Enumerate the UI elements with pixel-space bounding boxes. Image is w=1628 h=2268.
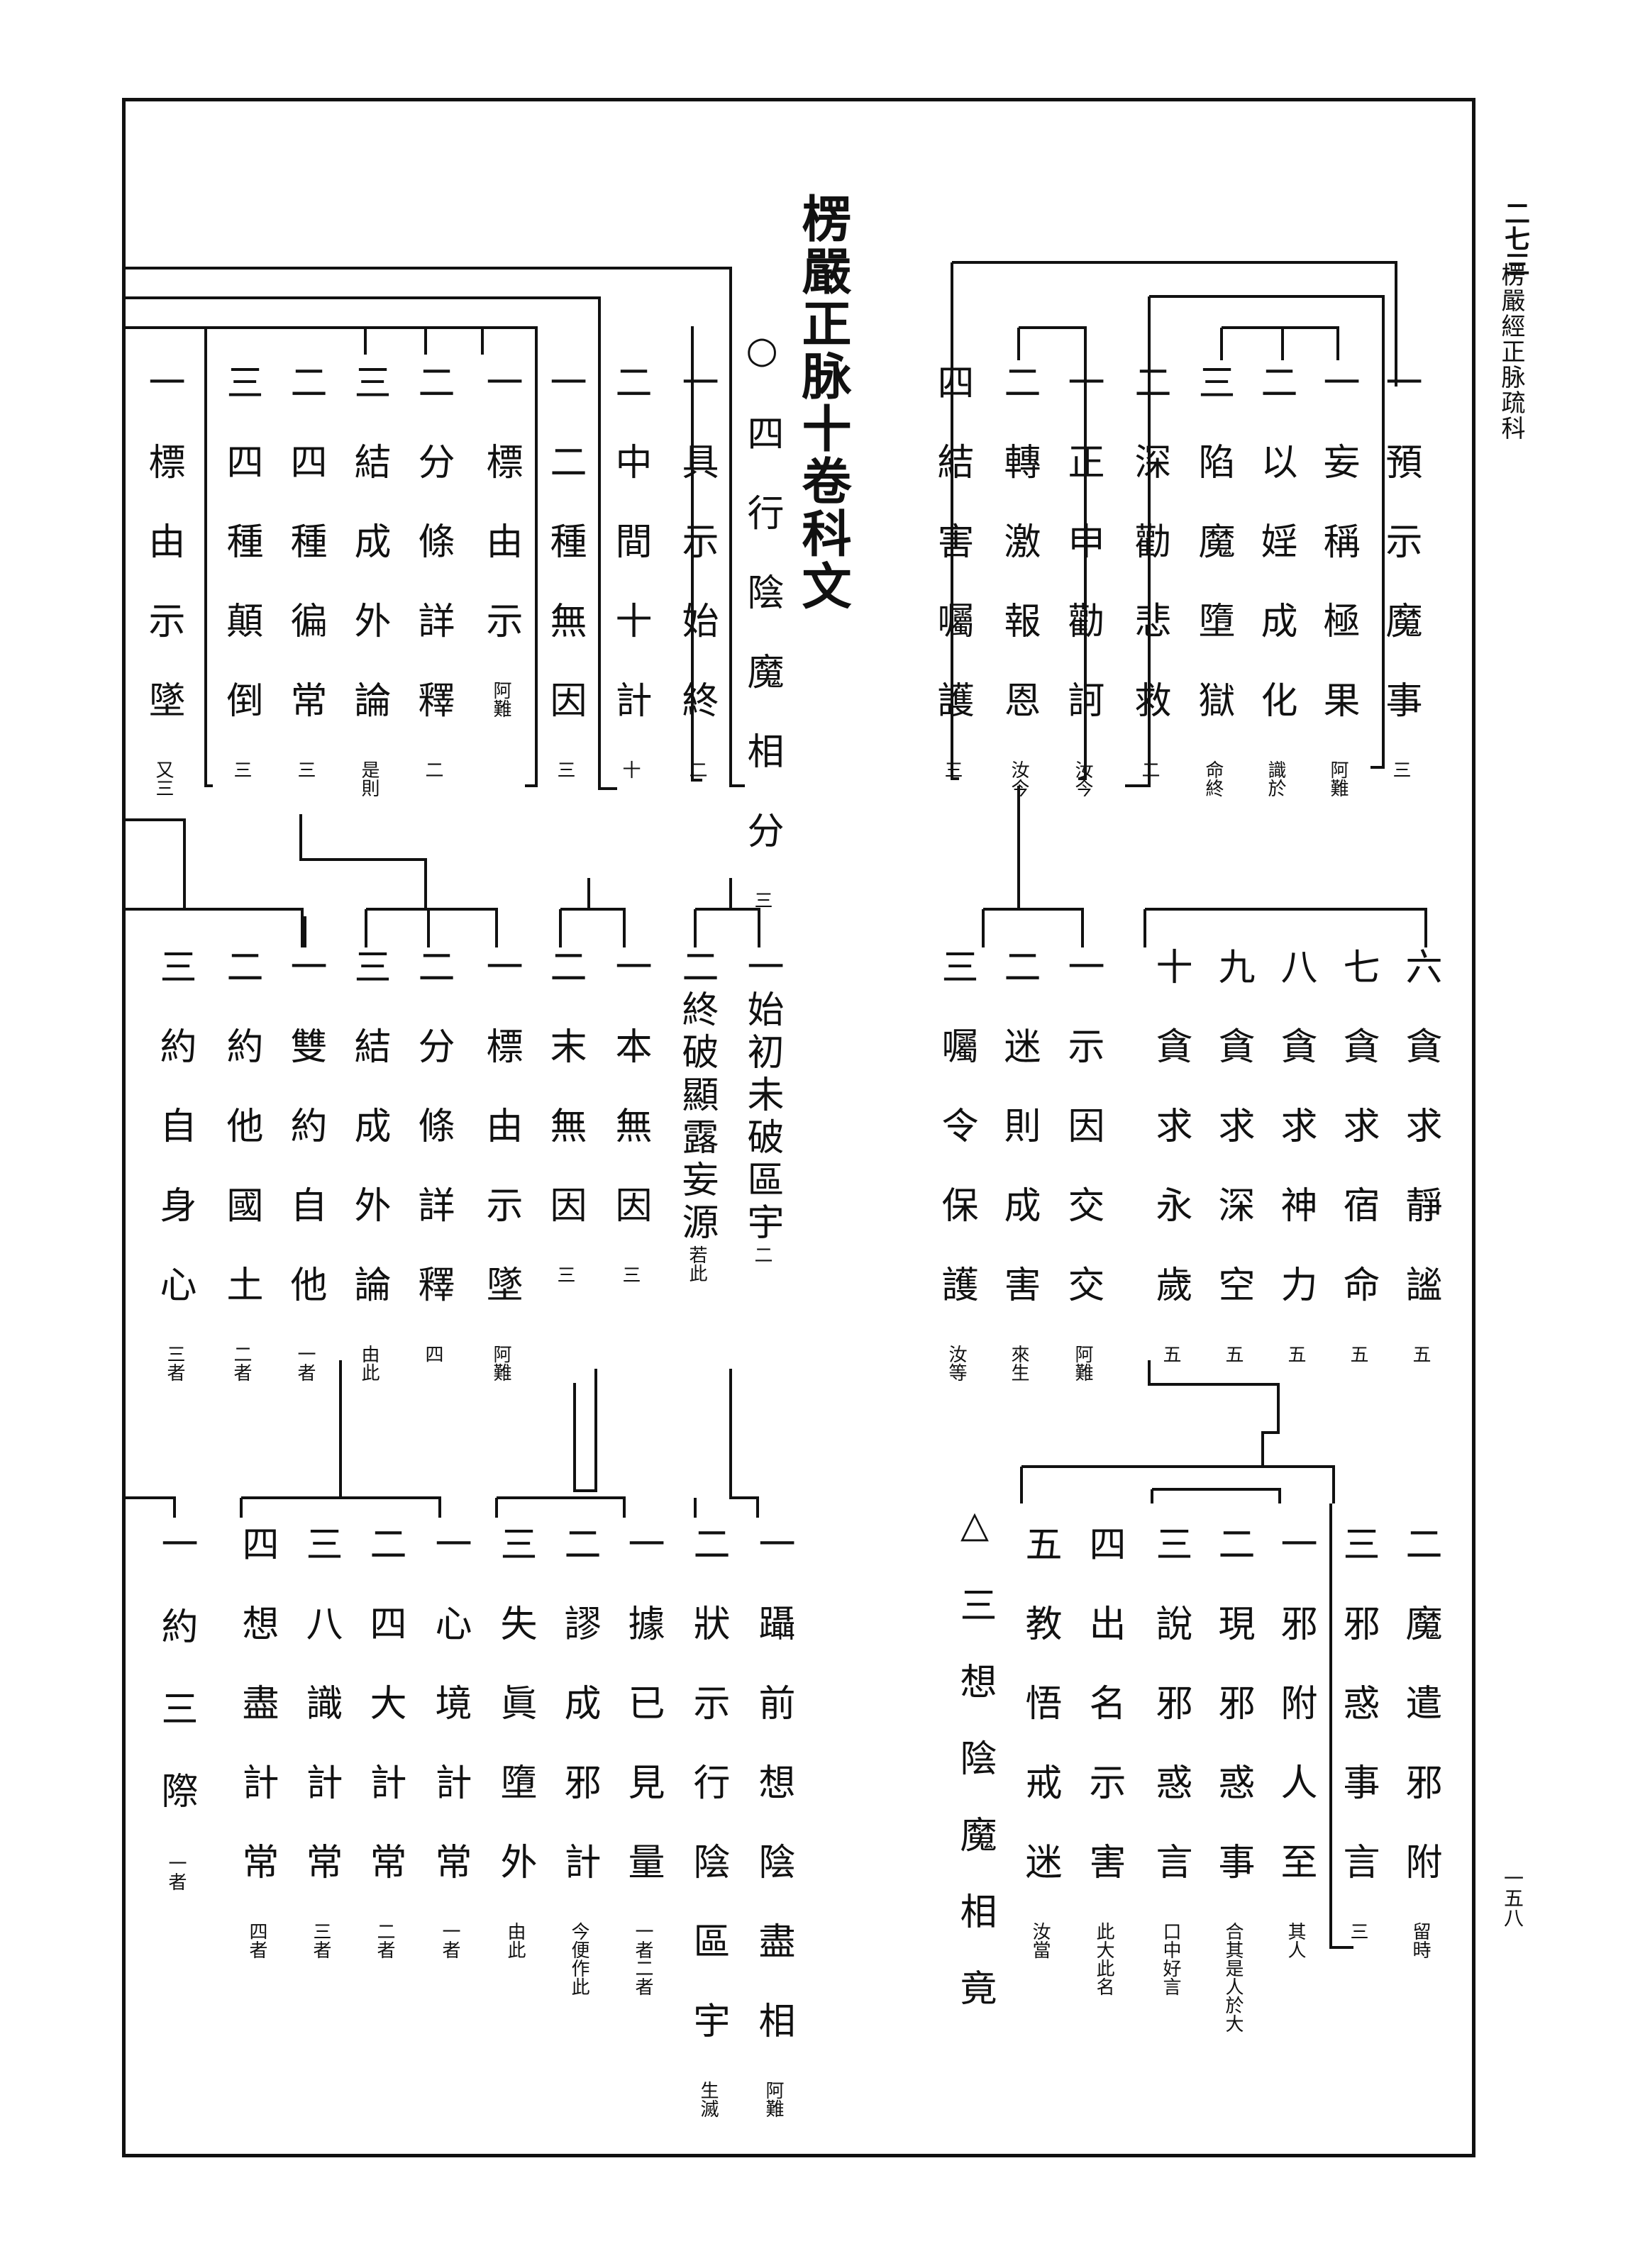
outline-entry: 二深勸悲救二 (1128, 363, 1170, 779)
outline-entry: 三囑令保護汝等 (935, 947, 978, 1382)
outline-entry: 二四大計常二者 (363, 1525, 406, 1959)
outline-entry: 三四種顛倒三 (220, 363, 262, 779)
outline-entry: 三結成外論是則 (348, 363, 390, 797)
outline-entry: 一心境計常一者 (428, 1525, 471, 1959)
outline-entry: 一邪附人至其人 (1274, 1525, 1317, 1959)
outline-entry: 二現邪惑事合其是人於大 (1212, 1525, 1254, 2033)
outline-entry: 六貪求靜謐五 (1399, 947, 1441, 1363)
outline-entry: 二迷則成害來生 (997, 947, 1040, 1382)
outline-entry: 一標由示墜又三 (142, 363, 184, 797)
margin-text: 楞嚴經正脉疏科 (1497, 262, 1525, 441)
page-frame (122, 98, 1475, 2157)
outline-entry: 一具示始終二 (675, 363, 718, 779)
outline-entry: 一二種無因三 (543, 363, 586, 779)
outline-entry: 一預示魔事三 (1379, 363, 1422, 779)
outline-entry: 一標由示阿難 (480, 363, 522, 718)
outline-entry: 三說邪惑言口中好言 (1149, 1525, 1192, 1996)
outline-entry: 三結成外論由此 (348, 947, 390, 1382)
outline-entry: 四結害囑護三 (931, 363, 973, 779)
outline-entry: 八貪求神力五 (1274, 947, 1317, 1363)
page-label: 二七三 (1500, 200, 1530, 277)
outline-entry: 四想盡計常四者 (236, 1525, 278, 1959)
outline-entry: 二四種徧常三 (284, 363, 326, 779)
outline-entry: 二分條詳釋二 (411, 363, 454, 779)
outline-entry: 五教悟戒迷汝當 (1019, 1525, 1061, 1959)
outline-entry: 二末無因三 (543, 947, 586, 1284)
outline-entry: 三失眞墮外由此 (494, 1525, 536, 1959)
outline-entry: 二中間十計十 (609, 363, 651, 779)
outline-entry: 四出名示害此大此名 (1082, 1525, 1125, 1996)
document-title: 楞嚴正脉十卷科文 (794, 193, 853, 613)
outline-entry: 一正申勸訶汝今 (1061, 363, 1104, 797)
outline-entry: 一標由示墜阿難 (480, 947, 522, 1382)
outline-entry: 三邪惑事言三 (1336, 1525, 1379, 1940)
outline-entry: 一躡前想陰盡相阿難 (752, 1525, 794, 2118)
outline-entry: 二轉激報恩汝今 (997, 363, 1040, 797)
outline-entry: 九貪求深空五 (1212, 947, 1254, 1363)
outline-entry: 一約三際一者 (155, 1525, 197, 1891)
outline-entry: 十貪求永歲五 (1149, 947, 1192, 1363)
outline-entry: 二約他國土二者 (220, 947, 262, 1382)
page-number: 一五八 (1501, 1868, 1524, 1928)
outline-entry: 一妄稱極果阿難 (1317, 363, 1359, 797)
outline-entry: ○四行陰魔相分三 (741, 329, 783, 909)
outline-entry: 二狀示行陰區宇生滅 (687, 1525, 729, 2118)
outline-entry: 二以婬成化識於 (1254, 363, 1297, 797)
outline-entry: 三約自身心三者 (153, 947, 196, 1382)
outline-entry: 一本無因三 (609, 947, 651, 1284)
outline-entry: 一始初未破區宇二 (741, 947, 783, 1264)
outline-entry: 二魔遣邪附留時 (1399, 1525, 1441, 1959)
outline-entry: 二終破顯露妄源若此 (675, 947, 718, 1282)
outline-entry: 一示因交交阿難 (1061, 947, 1104, 1382)
outline-entry: 一據已見量一者二者 (621, 1525, 664, 1996)
outline-entry: 一雙約自他一者 (284, 947, 326, 1382)
outline-entry: △三想陰魔相竟 (953, 1503, 996, 2045)
outline-entry: 二分條詳釋四 (411, 947, 454, 1363)
outline-entry: 七貪求宿命五 (1336, 947, 1379, 1363)
outline-entry: 二謬成邪計今便作此 (558, 1525, 600, 1996)
outline-entry: 三陷魔墮獄命終 (1192, 363, 1234, 797)
outline-entry: 三八識計常三者 (299, 1525, 342, 1959)
